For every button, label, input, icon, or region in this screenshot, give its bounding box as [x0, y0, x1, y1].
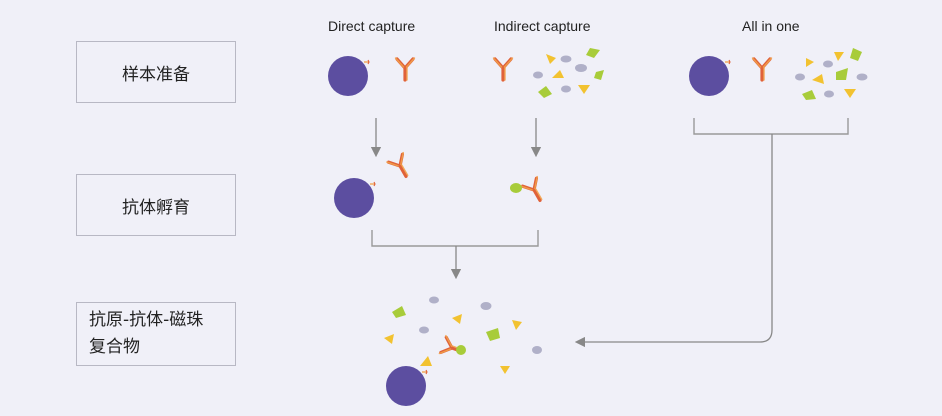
antibody-antigen-indirect-row2 — [510, 174, 550, 207]
stage-sample-prep: 样本准备 — [76, 41, 236, 103]
bead-all-in-one-row1 — [688, 55, 731, 97]
bracket-all-in-one — [693, 118, 849, 135]
bead-direct-row1 — [327, 55, 370, 97]
stage-complex-label-line1: 抗原-抗体-磁珠 — [89, 310, 204, 330]
antibody-direct-row2 — [385, 150, 416, 183]
column-header-indirect: Indirect capture — [494, 18, 591, 34]
stage-complex-label-line2: 复合物 — [89, 337, 140, 357]
antibody-antigen-complex — [437, 334, 469, 363]
bead-direct-row2 — [333, 177, 376, 219]
antigen-cluster-all-in-one-row1 — [795, 48, 868, 100]
antigen-cluster-indirect-row1 — [533, 48, 604, 98]
stage-antibody-incubation: 抗体孵育 — [76, 174, 236, 236]
stage-antibody-incubation-label: 抗体孵育 — [122, 197, 190, 218]
arrow-all-in-one-to-complex — [574, 134, 773, 348]
stage-sample-prep-label: 样本准备 — [122, 64, 190, 85]
column-header-direct: Direct capture — [328, 18, 416, 34]
bracket-row2 — [371, 230, 539, 247]
antigen-cluster-complex — [384, 296, 542, 374]
antibody-indirect-row1 — [491, 56, 515, 82]
antibody-direct-row1 — [393, 56, 417, 82]
bead-complex — [385, 365, 428, 407]
column-header-all-in-one: All in one — [742, 18, 800, 34]
stage-complex: 抗原-抗体-磁珠 复合物 — [76, 302, 236, 366]
antibody-all-in-one-row1 — [750, 56, 774, 82]
